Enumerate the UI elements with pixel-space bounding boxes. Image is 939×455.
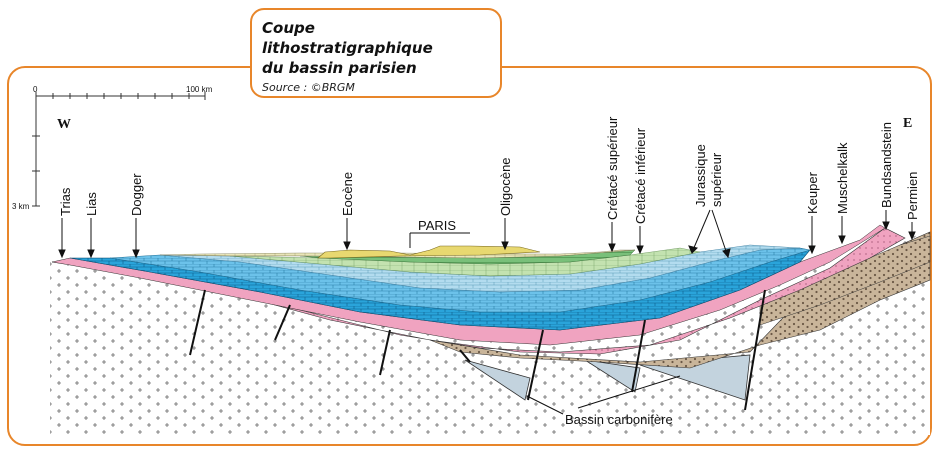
label-trias: Trias: [58, 187, 73, 216]
title-line-1: Coupe lithostratigraphique: [262, 19, 433, 57]
carbonifere-basin-1: [464, 359, 531, 401]
title-line-2: du bassin parisien: [262, 59, 417, 77]
source-credit: Source : ©BRGM: [262, 81, 355, 94]
label-cretace-inf: Crétacé inférieur: [633, 127, 648, 224]
scale-distance: 100 km: [186, 85, 213, 94]
label-bassin-carbonifere: Bassin carbonifère: [565, 412, 673, 427]
scale-zero: 0: [33, 85, 38, 94]
label-leaders: [58, 209, 916, 415]
scale-depth: 3 km: [12, 202, 30, 211]
layer-eocene: [317, 245, 541, 259]
label-jurassique-1: Jurassique: [693, 144, 708, 207]
label-dogger: Dogger: [129, 173, 144, 216]
title-box: Coupe lithostratigraphique du bassin par…: [250, 8, 502, 98]
label-keuper: Keuper: [805, 171, 820, 214]
paris-marker: [409, 232, 470, 248]
scale-bar: [32, 92, 206, 207]
direction-west: W: [57, 117, 71, 132]
label-lias: Lias: [84, 192, 99, 216]
label-jurassique-2: supérieur: [709, 152, 724, 207]
label-eocene: Eocène: [340, 172, 355, 216]
carbonifere-basin-2: [584, 359, 641, 393]
label-paris: PARIS: [418, 218, 456, 233]
label-cretace-sup: Crétacé supérieur: [605, 116, 620, 220]
direction-east: E: [903, 116, 912, 131]
label-bundsandstein: Bundsandstein: [879, 122, 894, 208]
label-muschelkalk: Muschelkalk: [835, 142, 850, 214]
faults: [189, 289, 766, 411]
label-permien: Permien: [905, 172, 920, 220]
label-oligocene: Oligocène: [498, 157, 513, 216]
